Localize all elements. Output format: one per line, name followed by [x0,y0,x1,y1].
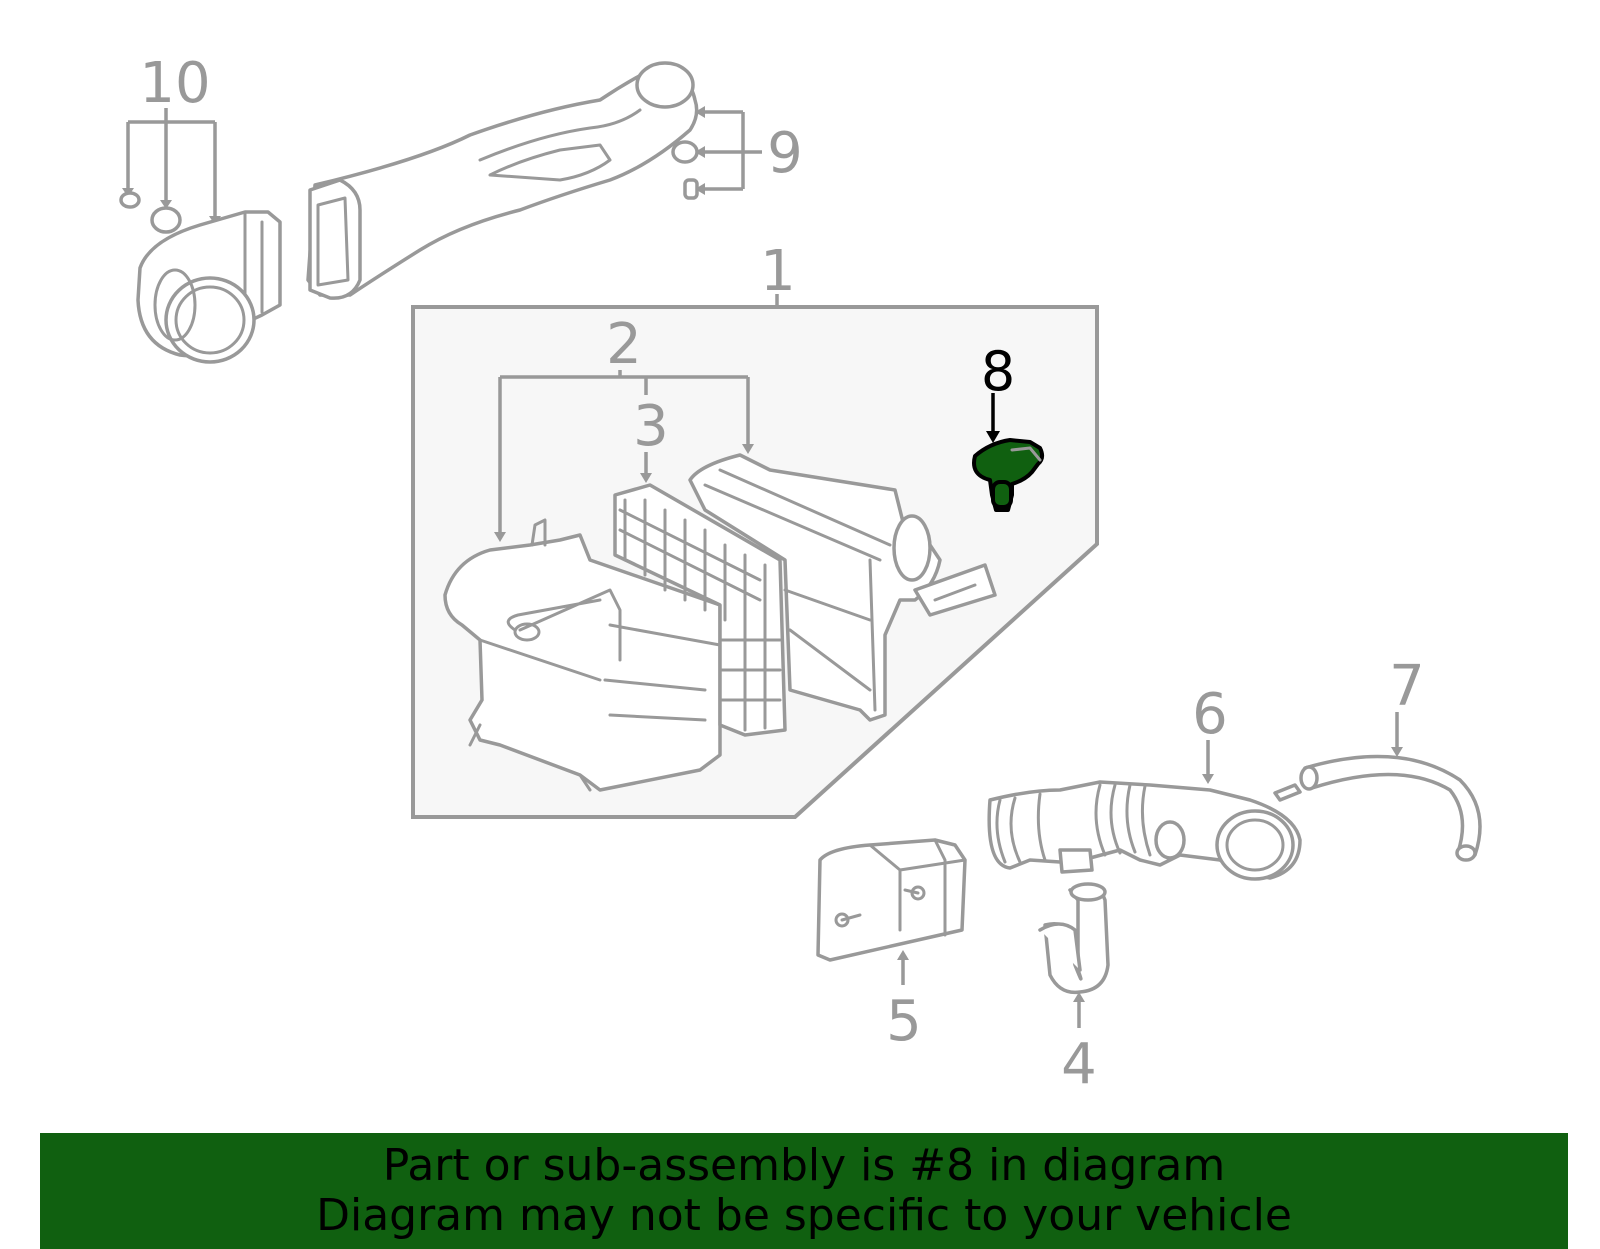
callout-6-label[interactable]: 6 [1192,682,1228,747]
callout-10-leader [126,108,217,222]
callout-7-label[interactable]: 7 [1389,654,1425,719]
callout-3-label[interactable]: 3 [633,394,669,459]
part-9-grommets[interactable]: 9 [671,106,803,200]
air-cleaner-upper-cover[interactable] [688,453,997,722]
part-4-elbow-hose[interactable]: 4 [1038,882,1110,1097]
callout-2-label[interactable]: 2 [606,312,642,377]
banner-line-2: Diagram may not be specific to your vehi… [316,1190,1292,1241]
air-cleaner-lower-case[interactable] [443,518,722,792]
part-8-sensor[interactable]: 8 [972,340,1045,512]
callout-8-label[interactable]: 8 [981,340,1015,403]
callout-4-label[interactable]: 4 [1061,1032,1097,1097]
part-5-bracket[interactable]: 5 [816,838,967,1054]
part-7-breather-hose[interactable]: 7 [1299,654,1482,862]
air-filter-element[interactable] [613,483,787,737]
sensor-body [972,438,1045,512]
callout-10-label[interactable]: 10 [139,51,210,116]
intake-duct[interactable] [306,61,699,300]
info-banner: Part or sub-assembly is #8 in diagram Di… [40,1133,1568,1249]
part-6-intake-hose[interactable]: 6 [987,682,1302,881]
callout-1-label[interactable]: 1 [760,239,796,304]
callout-5-label[interactable]: 5 [886,989,922,1054]
callout-9-label[interactable]: 9 [767,121,803,186]
callout-2-leader [498,370,750,533]
banner-line-1: Part or sub-assembly is #8 in diagram [382,1140,1226,1191]
part-10-adapter[interactable]: 10 [119,51,282,364]
callout-9-leader [704,110,762,191]
